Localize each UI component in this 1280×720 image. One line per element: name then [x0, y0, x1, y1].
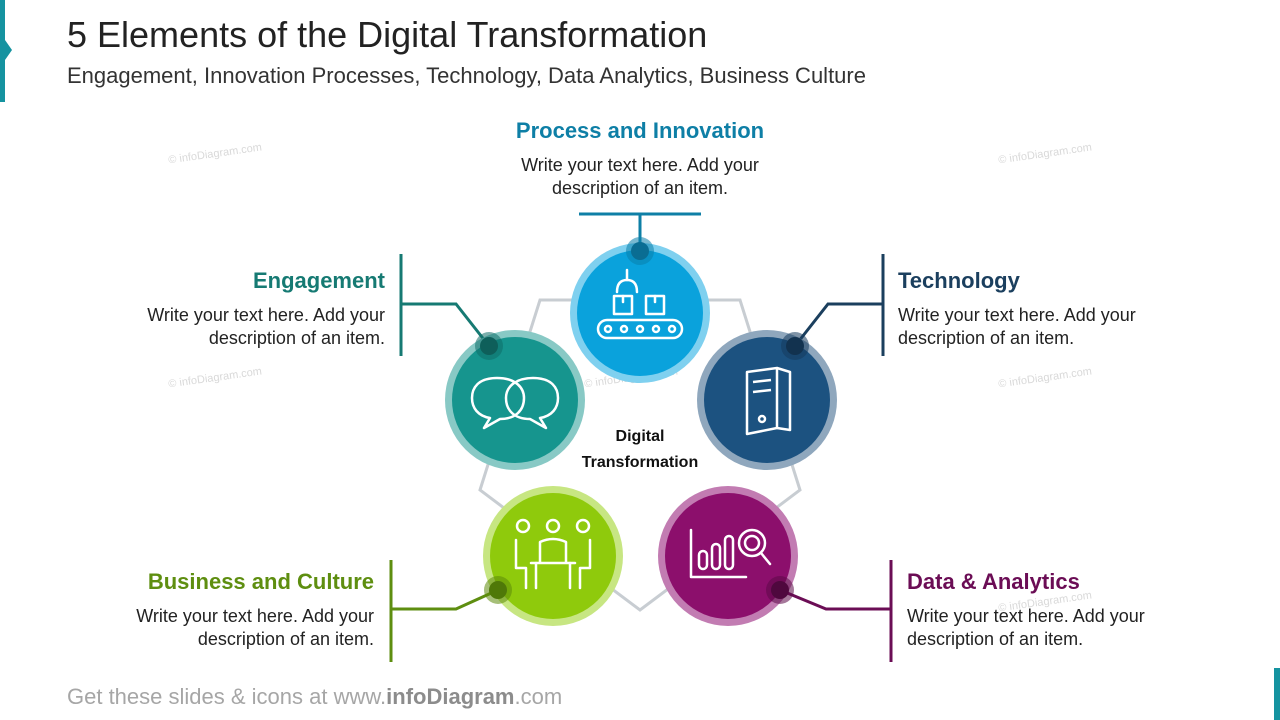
desc-process: Write your text here. Add your descripti…: [470, 154, 810, 200]
speech-bubbles-icon: [470, 376, 560, 430]
center-label-line-2: Transformation: [581, 454, 699, 471]
desc-engagement: Write your text here. Add your descripti…: [85, 304, 385, 350]
desc-data: Write your text here. Add your descripti…: [907, 605, 1207, 651]
meeting-table-icon: [514, 518, 592, 590]
center-label-line-1: Digital: [615, 428, 665, 445]
page-subtitle: Engagement, Innovation Processes, Techno…: [67, 63, 866, 88]
heading-data: Data & Analytics: [907, 569, 1080, 594]
anchor-dot-process: [626, 237, 654, 265]
heading-process: Process and Innovation: [515, 118, 765, 143]
circle-data[interactable]: [658, 486, 798, 626]
conveyor-boxes-icon: [596, 268, 684, 340]
desc-business: Write your text here. Add your descripti…: [74, 605, 374, 651]
desc-business-line-1: Write your text here. Add your: [136, 606, 374, 626]
desc-data-line-2: description of an item.: [907, 629, 1084, 649]
footer-link[interactable]: infoDiagram: [386, 684, 515, 709]
anchor-dot-engagement: [475, 332, 503, 360]
anchor-dot-data: [766, 576, 794, 604]
circle-business[interactable]: [483, 486, 623, 626]
footer-suffix: .com: [514, 684, 563, 709]
server-icon: [745, 366, 792, 436]
desc-engagement-line-1: Write your text here. Add your: [147, 305, 385, 325]
desc-data-line-1: Write your text here. Add your: [907, 606, 1145, 626]
desc-engagement-line-2: description of an item.: [208, 328, 385, 348]
accent-bar: [0, 0, 5, 102]
connector-business: [389, 560, 499, 662]
circle-technology[interactable]: [697, 330, 837, 470]
footer: Get these slides & icons at www.infoDiag…: [67, 684, 562, 710]
accent-notch: [5, 40, 12, 60]
page-title: 5 Elements of the Digital Transformation: [67, 14, 708, 55]
chart-magnifier-icon: [689, 528, 772, 579]
desc-process-line-2: description of an item.: [551, 178, 729, 198]
desc-technology: Write your text here. Add your descripti…: [898, 304, 1198, 350]
circle-process[interactable]: [570, 243, 710, 383]
bottom-accent-bar: [1274, 668, 1280, 720]
anchor-dot-business: [484, 576, 512, 604]
connector-engagement: [399, 254, 491, 356]
heading-technology: Technology: [898, 268, 1020, 293]
desc-business-line-2: description of an item.: [197, 629, 374, 649]
heading-business: Business and Culture: [147, 569, 374, 594]
connector-technology: [793, 254, 885, 356]
anchor-dot-technology: [781, 332, 809, 360]
desc-technology-line-1: Write your text here. Add your: [898, 305, 1136, 325]
circle-engagement[interactable]: [445, 330, 585, 470]
center-label: Digital Transformation: [560, 424, 720, 476]
connector-data: [779, 560, 893, 662]
footer-prefix: Get these slides & icons at www.: [67, 684, 387, 709]
desc-process-line-1: Write your text here. Add your: [521, 155, 759, 175]
desc-technology-line-2: description of an item.: [898, 328, 1075, 348]
heading-engagement: Engagement: [252, 268, 385, 293]
